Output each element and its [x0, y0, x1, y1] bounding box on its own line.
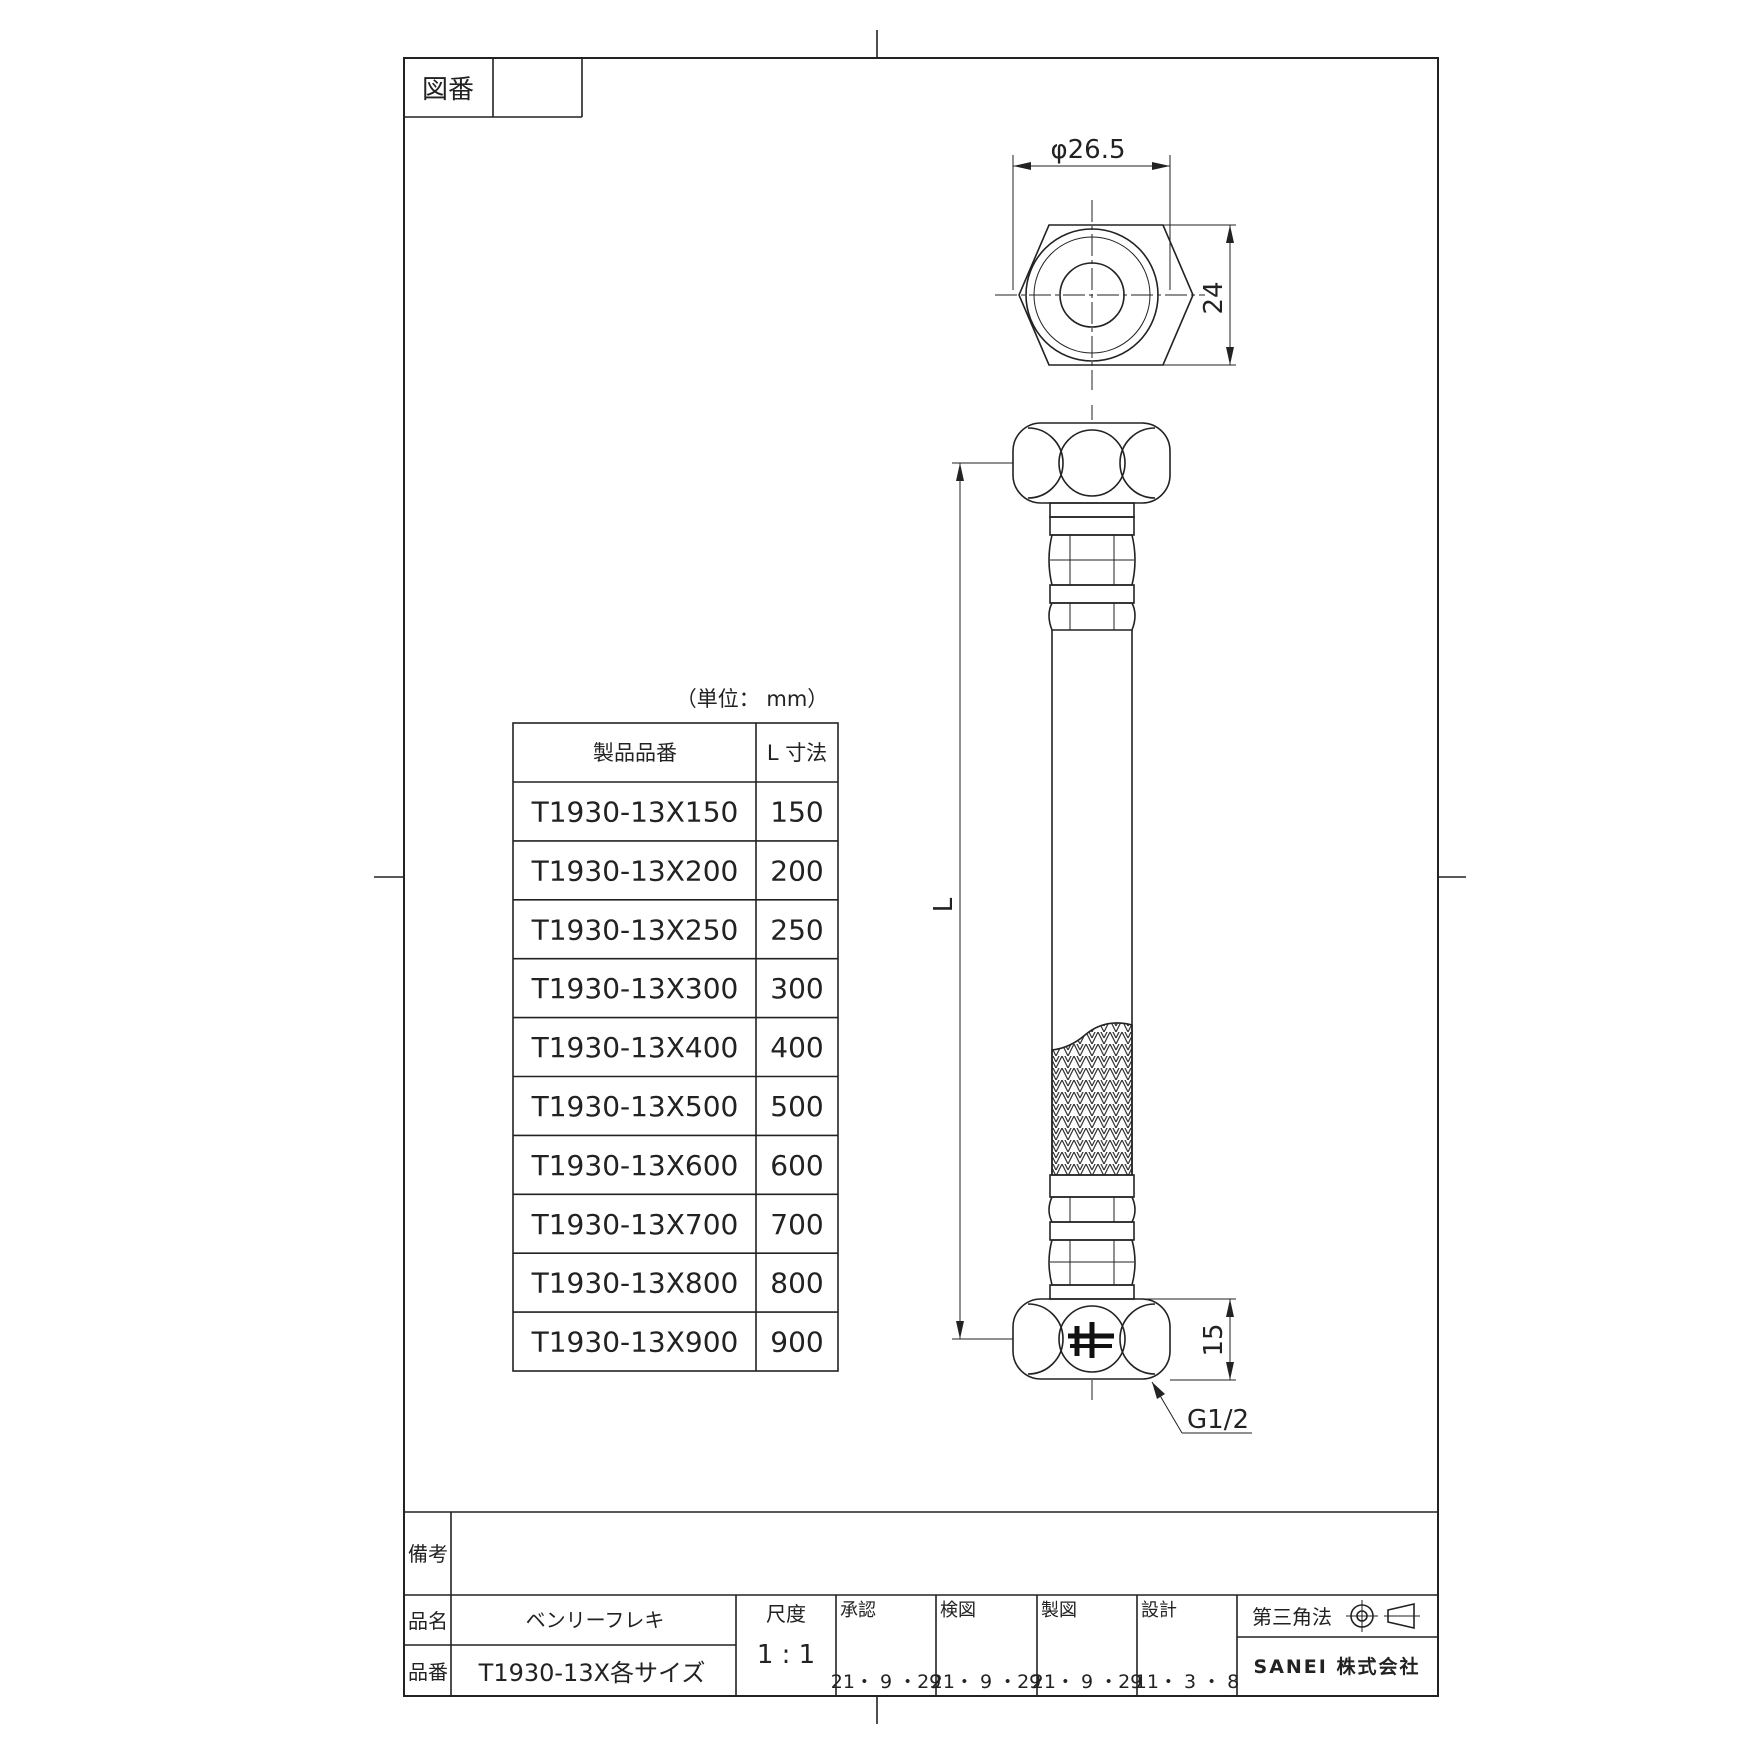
- table-row: T1930-13X600 600: [531, 1149, 824, 1182]
- drawing-frame: [403, 57, 1439, 1697]
- thread-label: G1/2: [1187, 1405, 1249, 1435]
- approval-label-check: 検図: [940, 1600, 976, 1621]
- drawing-number-box: 図番: [404, 58, 583, 118]
- length-dimension: L: [929, 462, 1013, 1340]
- diameter-dimension: φ26.5: [1012, 135, 1171, 290]
- thread-depth-dimension: 15: [1134, 1298, 1236, 1381]
- product-number-label: 品番: [408, 1660, 448, 1684]
- scale-value: 1 : 1: [757, 1640, 815, 1670]
- company-name: SANEI 株式会社: [1254, 1655, 1421, 1678]
- table-cell-l-dimension: 700: [770, 1208, 823, 1241]
- table-cell-product-number: T1930-13X700: [531, 1208, 739, 1241]
- table-cell-l-dimension: 250: [770, 913, 823, 946]
- approval-date-design: 11・ 3 ・ 8: [1135, 1671, 1239, 1693]
- unit-note: （単位： mm）: [676, 687, 829, 711]
- thread-depth-label: 15: [1199, 1323, 1229, 1356]
- table-row: T1930-13X150 150: [531, 795, 824, 828]
- remarks-label: 備考: [408, 1542, 448, 1566]
- product-number-value: T1930-13X各サイズ: [478, 1659, 706, 1687]
- length-label: L: [929, 897, 959, 912]
- table-row: T1930-13X900 900: [531, 1326, 824, 1359]
- hex-height-dimension: 24: [1163, 224, 1236, 366]
- table-cell-l-dimension: 400: [770, 1031, 823, 1064]
- table-row: T1930-13X500 500: [531, 1090, 824, 1123]
- table-header-product-number: 製品品番: [593, 741, 677, 765]
- table-cell-l-dimension: 150: [770, 795, 823, 828]
- table-row: T1930-13X300 300: [531, 972, 824, 1005]
- table-row: T1930-13X700 700: [531, 1208, 824, 1241]
- table-cell-l-dimension: 500: [770, 1090, 823, 1123]
- table-cell-l-dimension: 800: [770, 1267, 823, 1300]
- table-row: T1930-13X800 800: [531, 1267, 824, 1300]
- approval-date-draw: 21・ 9 ・29: [1032, 1671, 1143, 1693]
- hose-side-view: [1012, 405, 1171, 1400]
- table-header-l-dimension: L 寸法: [767, 741, 827, 765]
- approval-date-approve: 21・ 9 ・29: [831, 1671, 942, 1693]
- table-cell-l-dimension: 600: [770, 1149, 823, 1182]
- table-cell-product-number: T1930-13X900: [531, 1326, 739, 1359]
- thread-leader: G1/2: [1151, 1381, 1252, 1435]
- projection-method: 第三角法: [1252, 1605, 1332, 1629]
- approval-date-check: 21・ 9 ・29: [931, 1671, 1042, 1693]
- centering-marks: [374, 30, 1466, 1724]
- logo-mark: [1068, 1322, 1114, 1358]
- table-row: T1930-13X400 400: [531, 1031, 824, 1064]
- table-cell-l-dimension: 300: [770, 972, 823, 1005]
- table-cell-product-number: T1930-13X500: [531, 1090, 739, 1123]
- scale-label: 尺度: [766, 1602, 806, 1626]
- third-angle-projection-icon: [1346, 1600, 1420, 1632]
- table-cell-l-dimension: 900: [770, 1326, 823, 1359]
- table-row: T1930-13X200 200: [531, 854, 824, 887]
- product-name-label: 品名: [408, 1609, 448, 1633]
- table-row: T1930-13X250 250: [531, 913, 824, 946]
- table-cell-l-dimension: 200: [770, 854, 823, 887]
- approval-label-approve: 承認: [840, 1600, 876, 1621]
- title-block: 備考 品名 ベンリーフレキ 品番 T1930-13X各サイズ 尺度 1 : 1 …: [404, 1511, 1438, 1696]
- diameter-label: φ26.5: [1050, 135, 1125, 165]
- approval-label-design: 設計: [1141, 1600, 1177, 1621]
- table-cell-product-number: T1930-13X300: [531, 972, 739, 1005]
- product-name-value: ベンリーフレキ: [526, 1608, 665, 1632]
- table-cell-product-number: T1930-13X250: [531, 913, 739, 946]
- table-cell-product-number: T1930-13X200: [531, 854, 739, 887]
- hex-height-label: 24: [1199, 281, 1229, 314]
- end-view-hex-nut: [995, 200, 1205, 390]
- table-cell-product-number: T1930-13X800: [531, 1267, 739, 1300]
- drawing-number-label: 図番: [422, 75, 474, 105]
- approval-label-draw: 製図: [1041, 1600, 1077, 1621]
- table-cell-product-number: T1930-13X400: [531, 1031, 739, 1064]
- table-cell-product-number: T1930-13X150: [531, 795, 739, 828]
- table-cell-product-number: T1930-13X600: [531, 1149, 739, 1182]
